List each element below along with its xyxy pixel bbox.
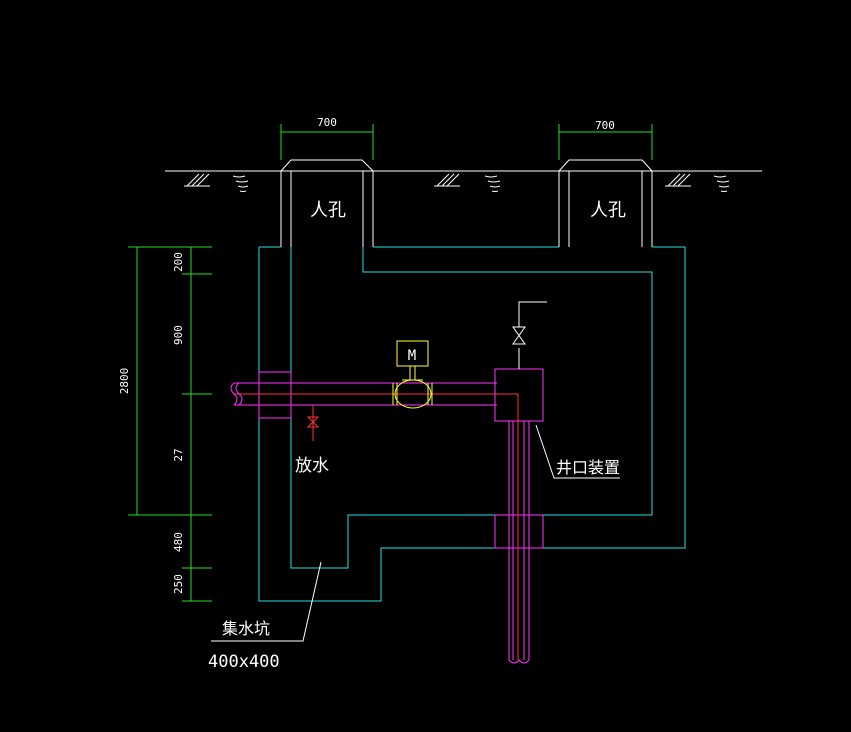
- horizontal-pipe: [230, 382, 518, 406]
- ground: [165, 170, 762, 192]
- drain-valve: [306, 405, 320, 441]
- wellhead-device: [494, 301, 547, 422]
- leader-wellhead: [535, 424, 620, 479]
- leader-sump: [211, 561, 322, 642]
- wall-sleeves: [258, 371, 544, 549]
- dim-manhole-left: 700: [317, 116, 337, 129]
- soil-symbol: [232, 175, 730, 192]
- label-sump: 集水坑: [222, 619, 270, 638]
- manhole-dimensions: [280, 124, 653, 160]
- depth-dimensions: [128, 246, 212, 602]
- label-wellhead: 井口装置: [556, 458, 620, 477]
- motor-valve: [392, 340, 433, 409]
- ground-hatch: [184, 173, 691, 187]
- dim-seg-2: 900: [172, 325, 185, 345]
- motor-label: M: [408, 348, 416, 364]
- dim-seg-5: 250: [172, 574, 185, 594]
- label-drain: 放水: [295, 456, 329, 476]
- vertical-pipes: [508, 421, 530, 664]
- manhole-left: [280, 159, 374, 247]
- dim-seg-3: 27: [172, 448, 185, 461]
- pit-walls: [258, 246, 686, 602]
- manhole-right: [558, 159, 653, 247]
- dim-seg-4: 480: [172, 532, 185, 552]
- dim-seg-1: 200: [172, 252, 185, 272]
- outer-wall: [258, 246, 686, 602]
- label-sump-size: 400x400: [208, 652, 280, 672]
- label-manhole-left: 人孔: [310, 200, 346, 221]
- inner-wall: [290, 247, 653, 569]
- leaders: [211, 424, 620, 642]
- dim-manhole-right: 700: [595, 119, 615, 132]
- label-manhole-right: 人孔: [590, 200, 626, 221]
- dim-total-depth: 2800: [118, 368, 131, 395]
